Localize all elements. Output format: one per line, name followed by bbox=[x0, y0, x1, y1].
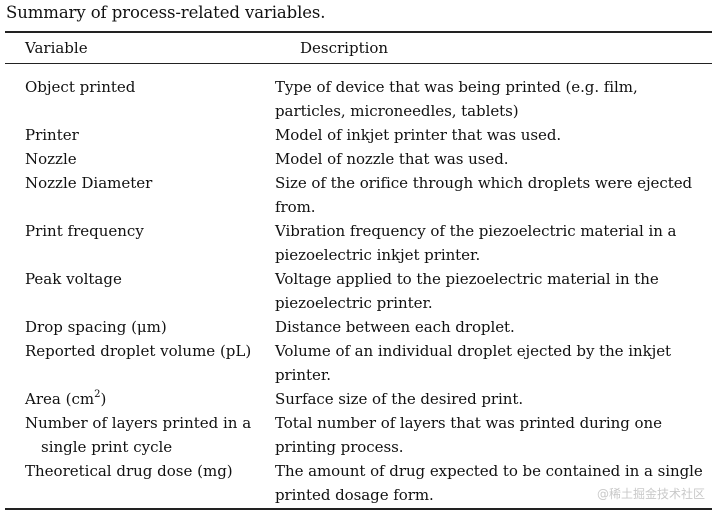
top-rule bbox=[5, 31, 712, 33]
description-cell: Total number of layers that was printed … bbox=[275, 414, 662, 456]
header-rule bbox=[5, 63, 712, 64]
area-exponent: 2 bbox=[94, 389, 101, 400]
table-row: Theoretical drug dose (mg) The amount of… bbox=[0, 459, 717, 507]
variable-cell: Area (cm2) bbox=[0, 387, 275, 411]
table-body: Object printed Type of device that was b… bbox=[0, 75, 717, 507]
table-row: Drop spacing (μm) Distance between each … bbox=[0, 315, 717, 339]
table-row: Object printed Type of device that was b… bbox=[0, 75, 717, 123]
variable-cell: Reported droplet volume (pL) bbox=[25, 342, 252, 360]
variable-cell: Number of layers printed in a single pri… bbox=[25, 414, 252, 456]
description-cell: Distance between each droplet. bbox=[275, 318, 515, 336]
area-label-tail: ) bbox=[100, 390, 107, 408]
description-cell: Volume of an individual droplet ejected … bbox=[275, 342, 672, 384]
variable-cell: Nozzle bbox=[25, 150, 77, 168]
variable-cell: Peak voltage bbox=[25, 270, 122, 288]
table-row: Number of layers printed in a single pri… bbox=[0, 411, 717, 459]
description-cell: Model of nozzle that was used. bbox=[275, 150, 509, 168]
variable-cell: Theoretical drug dose (mg) bbox=[25, 462, 233, 480]
description-cell: The amount of drug expected to be contai… bbox=[275, 462, 703, 504]
variable-cell: Printer bbox=[25, 126, 79, 144]
variable-cell: Drop spacing (μm) bbox=[25, 318, 167, 336]
table-row: Printer Model of inkjet printer that was… bbox=[0, 123, 717, 147]
table-caption: Summary of process-related variables. bbox=[6, 3, 326, 22]
area-label: Area (cm bbox=[25, 390, 95, 408]
description-cell: Type of device that was being printed (e… bbox=[275, 78, 638, 120]
table-row: Nozzle Model of nozzle that was used. bbox=[0, 147, 717, 171]
description-cell: Surface size of the desired print. bbox=[275, 390, 524, 408]
bottom-rule bbox=[5, 508, 712, 510]
description-cell: Size of the orifice through which drople… bbox=[275, 174, 693, 216]
header-description: Description bbox=[300, 39, 389, 57]
variable-cell: Nozzle Diameter bbox=[25, 174, 153, 192]
description-cell: Voltage applied to the piezoelectric mat… bbox=[275, 270, 659, 312]
variable-cell: Object printed bbox=[25, 78, 136, 96]
table-row: Print frequency Vibration frequency of t… bbox=[0, 219, 717, 267]
description-cell: Model of inkjet printer that was used. bbox=[275, 126, 562, 144]
description-cell: Vibration frequency of the piezoelectric… bbox=[275, 222, 677, 264]
watermark-text: @稀土掘金技术社区 bbox=[596, 487, 705, 501]
header-variable: Variable bbox=[25, 39, 88, 57]
table-row: Area (cm2) Surface size of the desired p… bbox=[0, 387, 717, 411]
table-row: Peak voltage Voltage applied to the piez… bbox=[0, 267, 717, 315]
table-row: Reported droplet volume (pL) Volume of a… bbox=[0, 339, 717, 387]
table-row: Nozzle Diameter Size of the orifice thro… bbox=[0, 171, 717, 219]
variable-cell: Print frequency bbox=[25, 222, 144, 240]
